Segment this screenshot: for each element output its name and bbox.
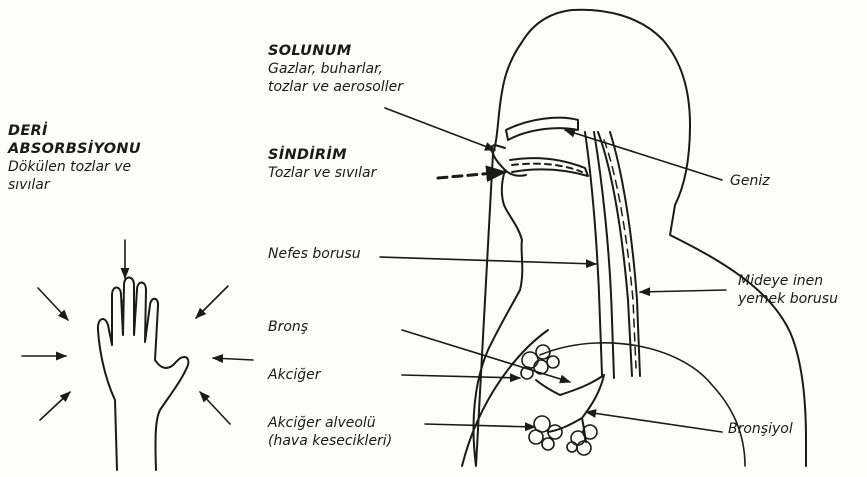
leader-arrows	[380, 108, 726, 432]
digestion-desc: Tozlar ve sıvılar	[268, 164, 376, 182]
digestion-title: SİNDİRİM	[268, 146, 376, 164]
nasal-cavity	[506, 118, 578, 140]
skin-title-line2: ABSORBSİYONU	[8, 140, 141, 158]
label-alveoli-line1: Akciğer alveolü	[268, 414, 392, 432]
label-nasopharynx: Geniz	[730, 172, 770, 190]
skin-desc-line1: Dökülen tozlar ve	[8, 158, 141, 176]
label-esophagus-line2: yemek borusu	[738, 290, 838, 308]
label-esophagus-line1: Mideye inen	[738, 272, 838, 290]
respiration-desc-line2: tozlar ve aerosoller	[268, 78, 403, 96]
digestion-label: SİNDİRİM Tozlar ve sıvılar	[268, 146, 376, 182]
bronchi	[536, 375, 604, 442]
skin-desc-line2: sıvılar	[8, 176, 141, 194]
label-bronchiole: Bronşiyol	[728, 420, 793, 438]
rib-line	[540, 343, 745, 466]
skin-title-line1: DERİ	[8, 122, 141, 140]
label-alveoli: Akciğer alveolü (hava kesecikleri)	[268, 414, 392, 450]
hand-outline	[98, 278, 188, 471]
skin-absorption-label: DERİ ABSORBSİYONU Dökülen tozlar ve sıvı…	[8, 122, 141, 194]
label-esophagus: Mideye inen yemek borusu	[738, 272, 838, 308]
label-windpipe: Nefes borusu	[268, 245, 361, 263]
respiration-label: SOLUNUM Gazlar, buharlar, tozlar ve aero…	[268, 42, 403, 96]
esophagus	[598, 132, 640, 376]
ingestion-arrow	[438, 172, 505, 178]
oral-cavity	[510, 158, 588, 176]
label-alveoli-line2: (hava kesecikleri)	[268, 432, 392, 450]
respiration-title: SOLUNUM	[268, 42, 403, 60]
alveoli-clusters	[521, 345, 597, 455]
label-bronchus: Bronş	[268, 318, 308, 336]
label-lung: Akciğer	[268, 366, 321, 384]
skin-exposure-arrows	[22, 240, 253, 424]
respiration-desc-line1: Gazlar, buharlar,	[268, 60, 403, 78]
body-silhouette	[473, 10, 806, 466]
